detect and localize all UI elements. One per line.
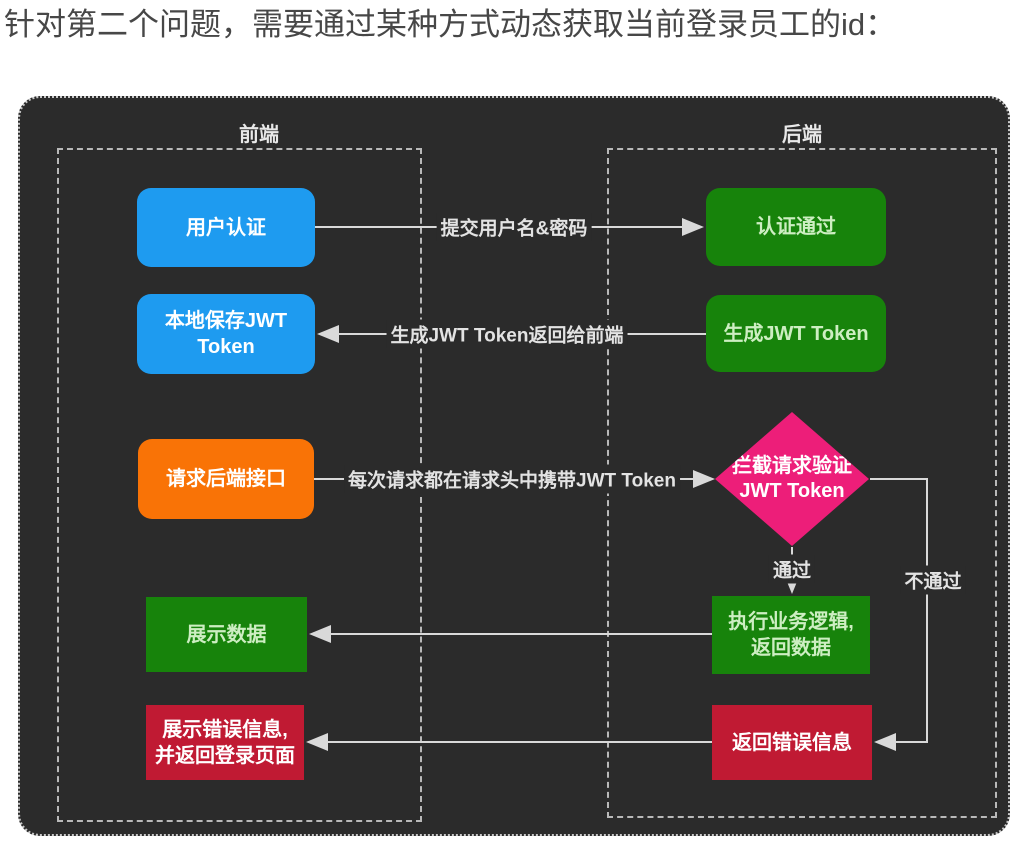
edge-label-submit-credentials: 提交用户名&密码 [436, 212, 592, 242]
node-exec-logic: 执行业务逻辑, 返回数据 [712, 596, 870, 674]
flowchart-panel: 前端 后端 用户认证 认证通过 本地保存JWT Token 生成JWT Toke… [18, 96, 1010, 836]
page-title: 针对第二个问题，需要通过某种方式动态获取当前登录员工的id： [4, 7, 897, 42]
node-user-auth: 用户认证 [137, 188, 315, 267]
node-gen-token: 生成JWT Token [706, 295, 886, 372]
region-label-backend: 后端 [782, 124, 822, 146]
edge-label-pass: 通过 [768, 554, 816, 584]
node-show-data: 展示数据 [146, 597, 307, 672]
edge-label-fail: 不通过 [900, 565, 966, 595]
node-show-error: 展示错误信息, 并返回登录页面 [146, 705, 304, 780]
node-save-token: 本地保存JWT Token [137, 294, 315, 374]
node-auth-pass: 认证通过 [706, 188, 886, 266]
region-label-frontend: 前端 [239, 124, 279, 146]
node-return-error: 返回错误信息 [712, 705, 872, 780]
edge-label-carry-token: 每次请求都在请求头中携带JWT Token [344, 464, 680, 494]
edge-label-return-token: 生成JWT Token返回给前端 [386, 319, 628, 349]
node-request-api: 请求后端接口 [138, 439, 314, 519]
